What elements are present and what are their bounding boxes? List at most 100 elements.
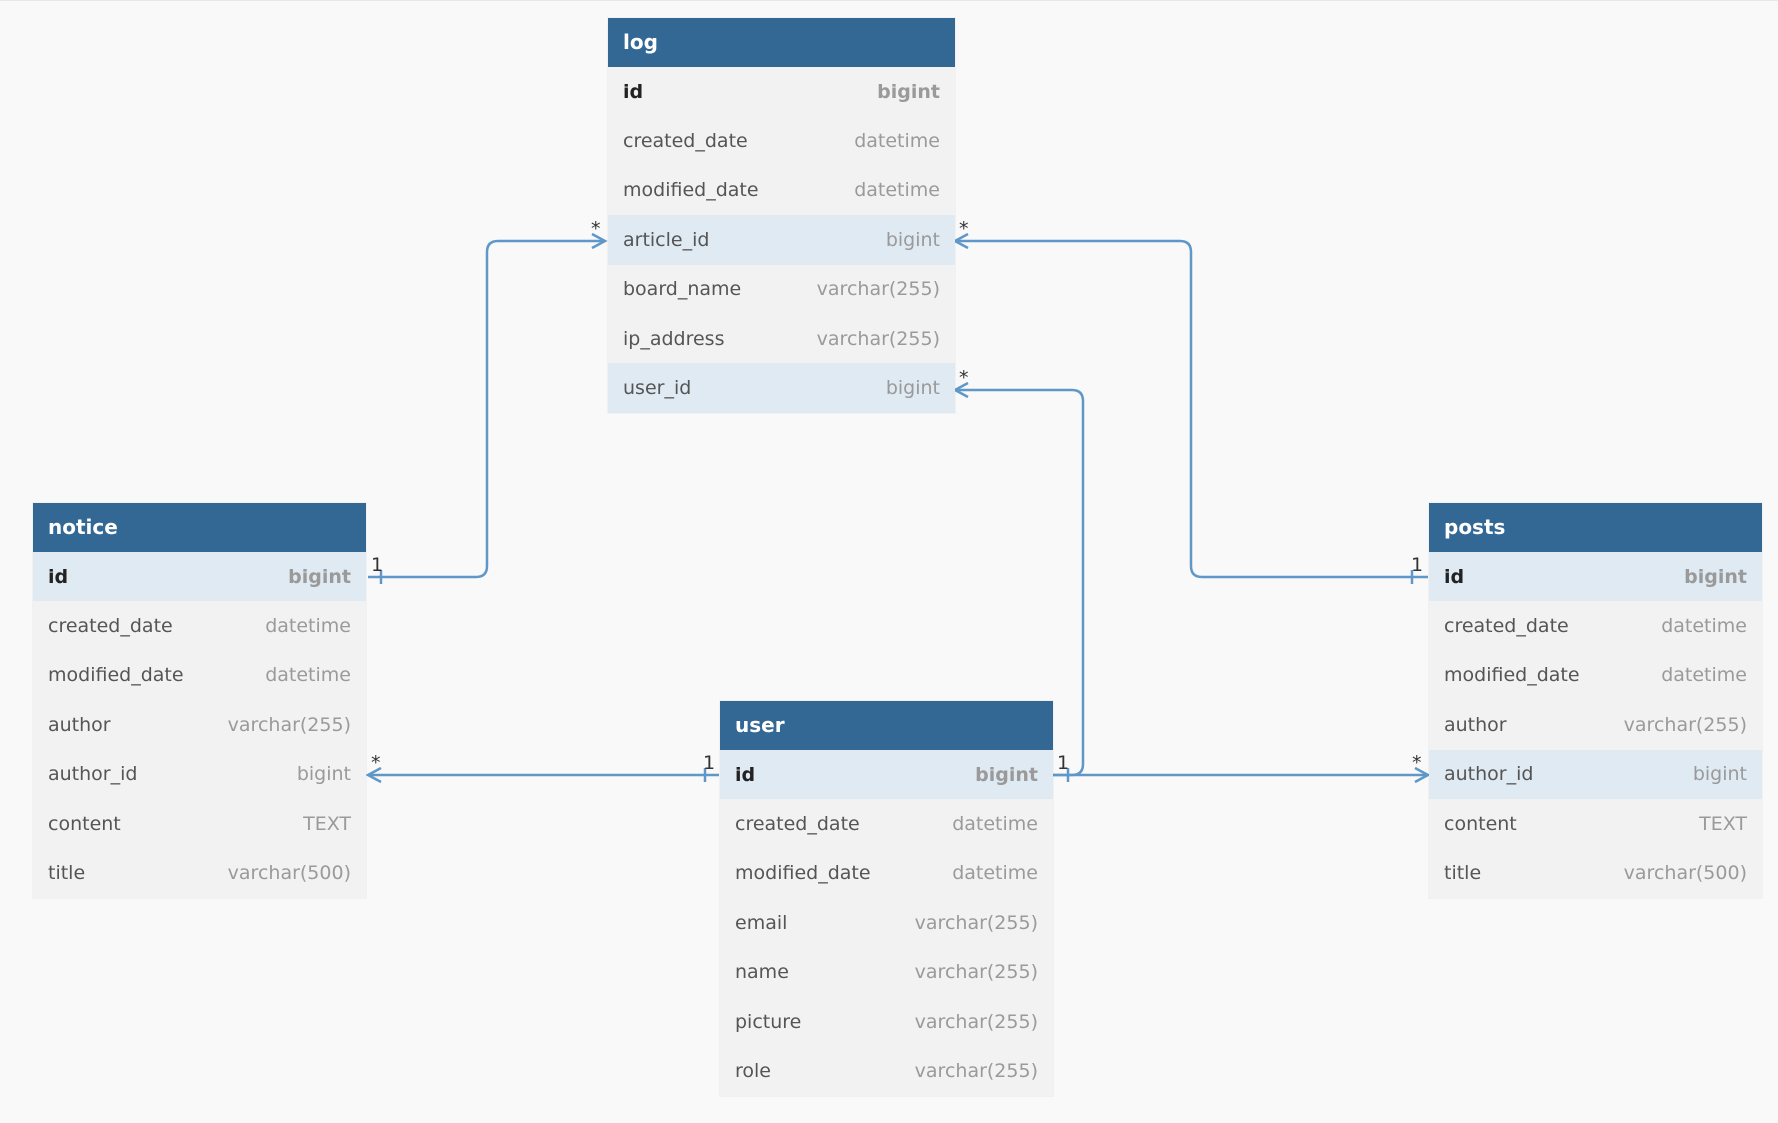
link-log-article-notice[interactable] (368, 239, 605, 579)
column-name: user_id (623, 377, 692, 400)
column-row-author-id[interactable]: author_id bigint (33, 750, 366, 799)
column-list: id bigint created_date datetime modified_dat… (720, 750, 1053, 1096)
table-user[interactable]: user id bigint created_date datetime modifie… (720, 701, 1053, 1096)
card-notice-author: * (371, 752, 381, 774)
column-name: modified_date (48, 664, 184, 687)
column-name: author_id (1444, 763, 1534, 786)
column-row-board-name[interactable]: board_name varchar(255) (608, 265, 955, 314)
column-type: datetime (1661, 664, 1747, 687)
column-type: bigint (296, 763, 351, 786)
column-name: article_id (623, 228, 710, 251)
card-posts-author: * (1412, 752, 1422, 774)
column-name: modified_date (1444, 664, 1580, 687)
column-name: author (48, 713, 111, 736)
column-type: varchar(500) (227, 862, 351, 885)
column-row-created-date[interactable]: created_date datetime (33, 601, 366, 650)
column-type: varchar(255) (816, 278, 940, 301)
column-type: varchar(255) (914, 1060, 1038, 1083)
column-name: content (1444, 812, 1517, 835)
column-name: name (735, 961, 789, 984)
column-type: bigint (1692, 763, 1747, 786)
column-row-id[interactable]: id bigint (33, 552, 366, 602)
column-type: datetime (854, 179, 940, 202)
column-type: bigint (288, 565, 351, 588)
column-type: varchar(255) (914, 911, 1038, 934)
column-name: created_date (623, 130, 748, 153)
column-row-article-id[interactable]: article_id bigint (608, 215, 955, 265)
column-type: bigint (885, 377, 940, 400)
column-row-ip-address[interactable]: ip_address varchar(255) (608, 314, 955, 363)
column-name: picture (735, 1010, 802, 1033)
column-name: author_id (48, 763, 138, 786)
column-type: varchar(500) (1623, 862, 1747, 885)
column-type: varchar(255) (1623, 713, 1747, 736)
column-name: title (1444, 862, 1482, 885)
column-name: id (1444, 565, 1465, 588)
crowfoot-log-article-left (591, 232, 608, 250)
column-name: modified_date (735, 862, 871, 885)
card-log-user: * (959, 367, 969, 389)
table-header-posts[interactable]: posts (1429, 503, 1762, 552)
column-row-id[interactable]: id bigint (1429, 552, 1762, 602)
column-row-title[interactable]: title varchar(500) (33, 848, 366, 897)
link-log-article-posts[interactable] (955, 239, 1428, 579)
table-header-user[interactable]: user (720, 701, 1053, 750)
column-name: created_date (735, 813, 860, 836)
column-name: content (48, 812, 121, 835)
column-name: id (48, 565, 69, 588)
column-name: created_date (48, 615, 173, 638)
column-row-author-id[interactable]: author_id bigint (1429, 749, 1762, 799)
column-name: title (48, 862, 86, 885)
card-user-id-left: 1 (703, 752, 715, 774)
column-type: bigint (885, 228, 940, 251)
crowfoot-log-article-right (952, 232, 969, 250)
crowfoot-log-user (952, 381, 969, 399)
column-name: id (735, 763, 756, 786)
column-row-id[interactable]: id bigint (720, 750, 1053, 800)
column-name: created_date (1444, 615, 1569, 638)
card-log-article-right: * (959, 218, 969, 240)
column-type: bigint (975, 763, 1038, 786)
column-type: varchar(255) (816, 327, 940, 350)
card-user-id-right: 1 (1057, 752, 1069, 774)
column-type: datetime (265, 664, 351, 687)
column-row-created-date[interactable]: created_date datetime (720, 799, 1053, 848)
column-name: modified_date (623, 179, 759, 202)
column-name: ip_address (623, 327, 725, 350)
column-type: datetime (265, 615, 351, 638)
column-name: board_name (623, 278, 742, 301)
column-type: datetime (952, 813, 1038, 836)
column-type: bigint (1684, 565, 1747, 588)
column-row-user-id[interactable]: user_id bigint (608, 363, 955, 413)
card-log-article-left: * (591, 218, 601, 240)
column-row-author[interactable]: author varchar(255) (33, 700, 366, 749)
column-type: varchar(255) (227, 713, 351, 736)
column-row-content[interactable]: content TEXT (1429, 799, 1762, 848)
table-header-notice[interactable]: notice (33, 503, 366, 552)
column-type: varchar(255) (914, 961, 1038, 984)
column-row-modified-date[interactable]: modified_date datetime (1429, 651, 1762, 700)
column-type: TEXT (1699, 812, 1747, 835)
column-row-modified-date[interactable]: modified_date datetime (33, 651, 366, 700)
column-row-name[interactable]: name varchar(255) (720, 948, 1053, 997)
table-header-log[interactable]: log (608, 18, 955, 67)
column-row-modified-date[interactable]: modified_date datetime (608, 166, 955, 215)
column-row-title[interactable]: title varchar(500) (1429, 848, 1762, 897)
